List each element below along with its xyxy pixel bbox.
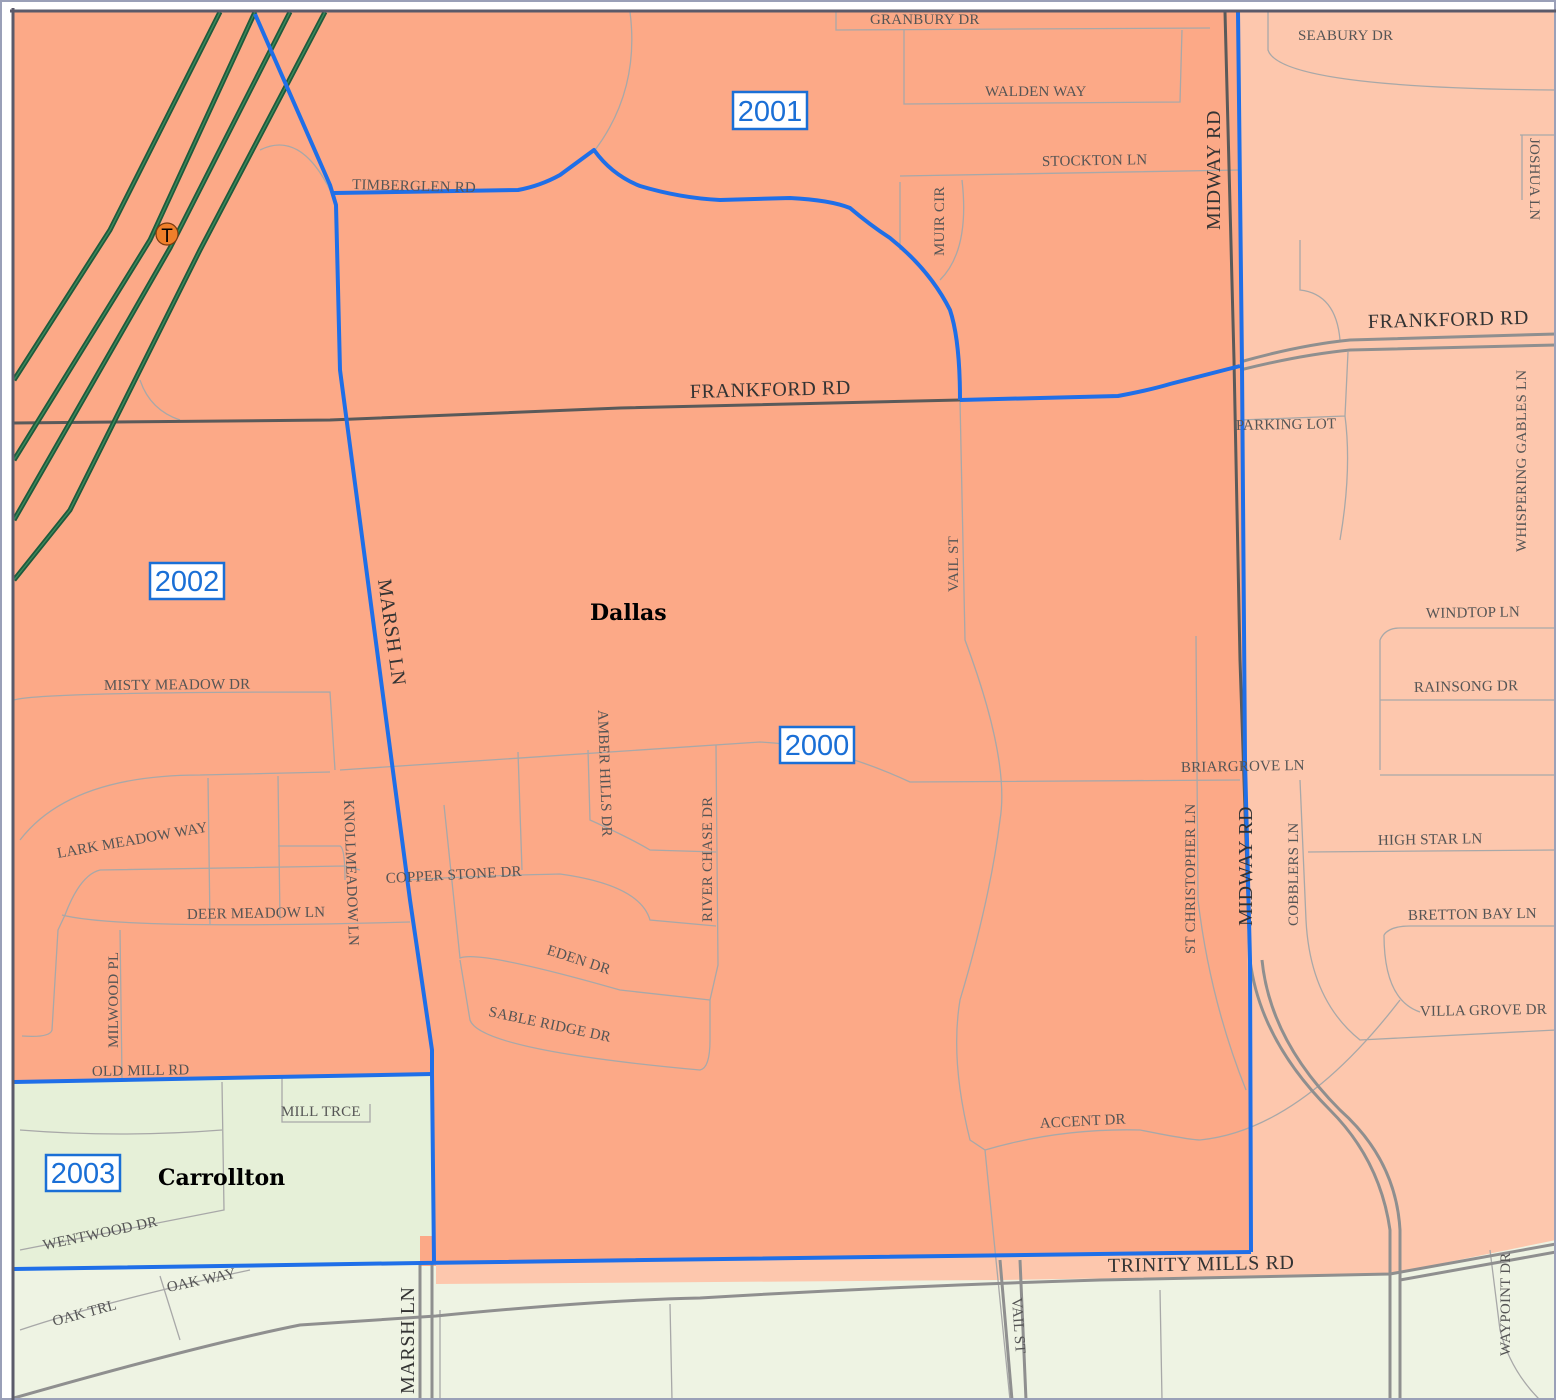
label-midway-rd-south: MIDWAY RD (1235, 806, 1257, 926)
label-rainsong-dr: RAINSONG DR (1414, 678, 1519, 696)
label-deer-meadow-ln: DEER MEADOW LN (187, 905, 326, 923)
label-parking-lot: PARKING LOT (1236, 416, 1337, 434)
precinct-boundaries (13, 11, 1253, 1271)
city-labels: Dallas Carrollton (158, 600, 667, 1191)
district-2000-label[interactable]: 2000 (778, 725, 856, 765)
label-city-carrollton: Carrollton (158, 1165, 285, 1191)
label-whispering-gables-ln: WHISPERING GABLES LN (1514, 370, 1530, 552)
base-fills (14, 12, 1556, 1400)
label-seabury-dr: SEABURY DR (1298, 28, 1393, 44)
district-2000-text: 2000 (785, 730, 850, 762)
minor-roads (13, 11, 1556, 1400)
carrollton-southeast-area (436, 1240, 1556, 1400)
district-2001-text: 2001 (738, 96, 803, 128)
label-city-dallas: Dallas (590, 600, 667, 626)
label-stockton-ln: STOCKTON LN (1042, 152, 1148, 170)
label-old-mill-rd: OLD MILL RD (92, 1062, 190, 1080)
label-walden-way: WALDEN WAY (985, 84, 1087, 100)
label-trinity-mills-rd: TRINITY MILLS RD (1108, 1252, 1295, 1277)
label-midway-rd-north: MIDWAY RD (1203, 110, 1225, 230)
label-high-star-ln: HIGH STAR LN (1378, 831, 1483, 849)
district-2002-box (148, 561, 226, 601)
label-vail-st-north: VAIL ST (946, 536, 962, 592)
district-2002-text: 2002 (155, 566, 220, 598)
label-bretton-bay-ln: BRETTON BAY LN (1408, 906, 1537, 924)
transit-station-icon (155, 222, 179, 246)
district-2001-label[interactable]: 2001 (731, 90, 809, 131)
district-2003-box (44, 1153, 122, 1193)
label-windtop-ln: WINDTOP LN (1426, 604, 1520, 622)
district-2003-text: 2003 (51, 1158, 116, 1190)
railway (11, 10, 328, 582)
label-briargrove-ln: BRIARGROVE LN (1181, 758, 1305, 776)
label-timberglen-rd: TIMBERGLEN RD (352, 177, 476, 196)
district-2003-label[interactable]: 2003 (44, 1153, 122, 1193)
major-roads (13, 11, 1556, 1400)
label-granbury-dr: GRANBURY DR (870, 12, 980, 28)
label-cobblers-ln: COBBLERS LN (1286, 823, 1302, 926)
label-copper-stone-dr: COPPER STONE DR (385, 864, 522, 887)
label-muir-cir: MUIR CIR (932, 186, 948, 256)
district-2002-label[interactable]: 2002 (148, 561, 226, 601)
label-misty-meadow-dr: MISTY MEADOW DR (104, 677, 250, 694)
district-2001-box (731, 90, 809, 131)
district-2000-box (778, 725, 856, 765)
district-2000-2001-2002-area (14, 12, 1250, 1262)
label-milwood-pl: MILWOOD PL (106, 952, 122, 1048)
label-waypoint-dr: WAYPOINT DR (1498, 1253, 1514, 1356)
transit-station-letter: T (161, 226, 173, 247)
label-villa-grove-dr: VILLA GROVE DR (1420, 1002, 1547, 1020)
label-marsh-ln-south: MARSH LN (397, 1286, 419, 1394)
label-joshua-ln: JOSHUA LN (1526, 138, 1542, 220)
carrollton-south-area (14, 1236, 436, 1400)
label-frankford-rd: FRANKFORD RD (690, 377, 852, 403)
label-frankford-rd-east: FRANKFORD RD (1368, 307, 1530, 333)
label-mill-trce: MILL TRCE (281, 1104, 361, 1120)
label-accent-dr: ACCENT DR (1039, 1112, 1126, 1132)
label-river-chase-dr: RIVER CHASE DR (700, 797, 716, 922)
label-knollmeadow-ln: KNOLLMEADOW LN (340, 800, 361, 947)
label-vail-st-south: VAIL ST (1008, 1297, 1028, 1354)
label-st-christopher-ln: ST CHRISTOPHER LN (1183, 804, 1199, 954)
district-labels[interactable]: 2001 2002 2000 2003 (44, 90, 856, 1193)
label-amber-hills-dr: AMBER HILLS DR (594, 710, 614, 837)
transit-station-marker[interactable]: T (155, 222, 179, 247)
